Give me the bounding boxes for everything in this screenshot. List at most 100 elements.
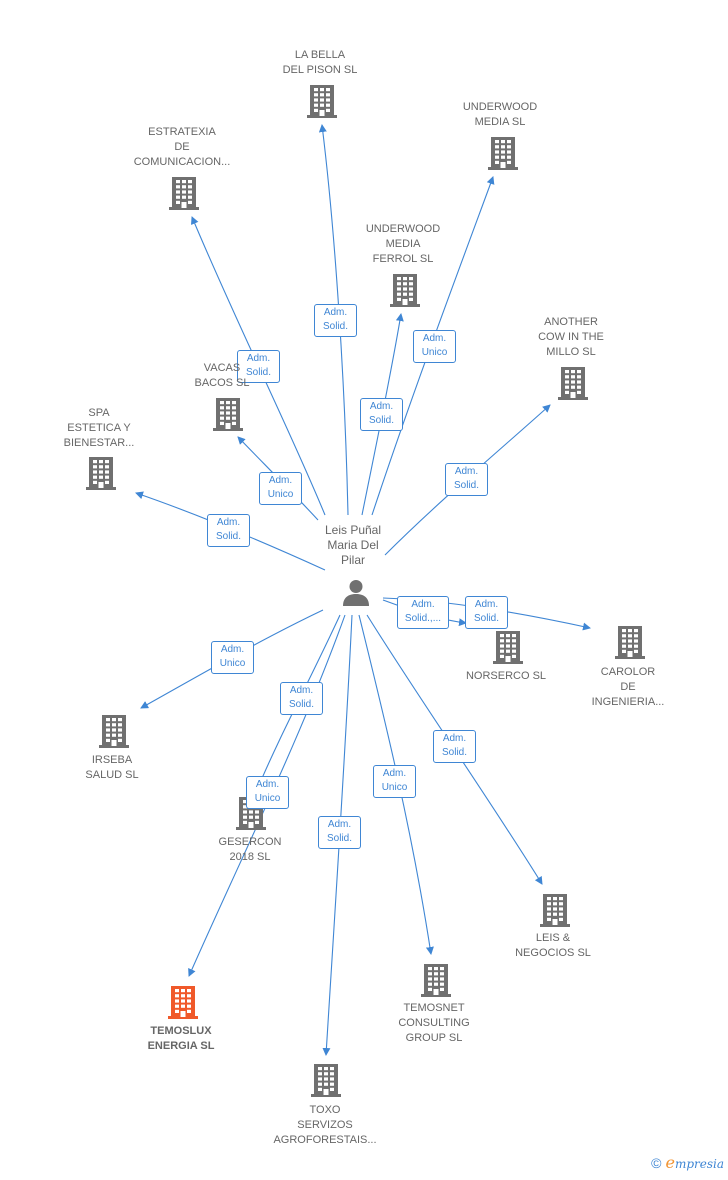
role-badge-temosnet: Adm. Unico: [373, 765, 416, 798]
label-line: TOXO: [309, 1104, 341, 1116]
company-icon-wrap[interactable]: [557, 365, 589, 406]
role-badge-carolor: Adm.Solid.: [465, 596, 508, 629]
label-line: Solid.: [368, 415, 394, 426]
label-line: Adm.: [246, 353, 271, 364]
company-icon-wrap[interactable]: [487, 135, 519, 176]
company-icon-wrap[interactable]: [614, 624, 646, 665]
label-line: BIENESTAR...: [63, 437, 135, 449]
label-line: VACAS: [203, 362, 241, 374]
label-line: Adm.: [327, 819, 352, 830]
building-icon: [493, 631, 523, 664]
company-icon-wrap[interactable]: [389, 272, 421, 313]
role-badge-temoslux: Adm.Solid.: [280, 682, 323, 715]
label-line: Adm.: [422, 333, 447, 344]
company-icon-wrap[interactable]: [98, 713, 130, 754]
label-line: LA BELLA: [294, 49, 346, 61]
building-icon: [213, 398, 243, 431]
label-line: Adm.: [216, 517, 241, 528]
label-line: COW IN THE: [538, 331, 604, 343]
label-line: Pilar: [340, 553, 366, 567]
role-badge-toxo: Adm. Solid.: [318, 816, 361, 849]
company-icon-wrap[interactable]: [539, 892, 571, 933]
building-icon: [390, 274, 420, 307]
label-line: Unico: [381, 782, 408, 793]
company-icon-wrap[interactable]: [306, 83, 338, 124]
label-line: Solid.: [453, 480, 479, 491]
brand-logo-letter: e: [665, 1153, 675, 1172]
brand-watermark: ©empresia: [651, 1153, 724, 1172]
label-line: NEGOCIOS SL: [515, 947, 591, 959]
label-line: MILLO SL: [546, 346, 596, 358]
building-icon: [615, 626, 645, 659]
company-icon-wrap[interactable]: [167, 984, 199, 1025]
building-icon: [540, 894, 570, 927]
company-icon-wrap[interactable]: [492, 629, 524, 670]
company-icon-wrap[interactable]: [420, 962, 452, 1003]
label-line: Unico: [267, 489, 294, 500]
role-badge-irseba: Adm.Unico: [211, 641, 254, 674]
label-line: IRSEBA: [91, 754, 133, 766]
label-line: Solid.: [322, 321, 348, 332]
label-line: Solid.: [215, 531, 241, 542]
role-badge-underwood-media: Adm.Unico: [413, 330, 456, 363]
label-line: NORSERCO SL: [465, 670, 547, 682]
company-icon-wrap[interactable]: [212, 396, 244, 437]
label-line: Adm.: [454, 466, 479, 477]
person-icon-wrap[interactable]: [341, 578, 371, 613]
label-line: Adm.: [382, 768, 407, 779]
role-badge-la-bella: Adm. Solid.: [314, 304, 357, 337]
company-name[interactable]: LEIS & NEGOCIOS SL: [515, 931, 591, 961]
label-line: TEMOSLUX: [150, 1025, 212, 1037]
company-name[interactable]: LA BELLA DEL PISON SL: [283, 48, 358, 78]
label-line: ESTRATEXIA: [148, 126, 216, 138]
label-line: Adm.: [323, 307, 348, 318]
building-icon: [311, 1064, 341, 1097]
building-icon: [86, 457, 116, 490]
label-line: LEIS &: [535, 932, 571, 944]
company-name[interactable]: NORSERCO SL: [466, 669, 546, 684]
brand-logo-text: mpresia: [674, 1157, 724, 1171]
role-badge-spa: Adm. Solid.: [207, 514, 250, 547]
role-badge-leis-negocios: Adm.Solid.: [433, 730, 476, 763]
role-badge-estratexia: Adm.Solid.: [237, 350, 280, 383]
company-icon-wrap[interactable]: [85, 455, 117, 496]
label-line: Solid.: [441, 747, 467, 758]
label-line: DEL PISON SL: [282, 64, 358, 76]
label-line: UNDERWOOD: [365, 223, 441, 235]
building-icon: [488, 137, 518, 170]
label-line: MEDIA SL: [474, 116, 526, 128]
label-line: Adm.: [220, 644, 245, 655]
company-icon-wrap[interactable]: [168, 175, 200, 216]
label-line: Solid.: [326, 833, 352, 844]
role-badge-another-cow: Adm. Solid.: [445, 463, 488, 496]
building-icon: [168, 986, 198, 1019]
label-line: Solid.,...: [404, 613, 442, 624]
label-line: Unico: [254, 793, 281, 804]
copyright-symbol: ©: [651, 1155, 662, 1171]
label-line: DE: [620, 681, 636, 693]
label-line: ANOTHER: [544, 316, 598, 328]
label-line: Leis Puñal: [324, 523, 382, 537]
label-line: FERROL SL: [372, 253, 434, 265]
label-line: Adm.: [411, 599, 435, 610]
role-badge-vacas-bacos: Adm.Unico: [259, 472, 302, 505]
company-name[interactable]: ANOTHER COW IN THE MILLO SL: [538, 315, 604, 360]
label-line: TEMOSNET: [403, 1002, 465, 1014]
building-icon: [421, 964, 451, 997]
company-icon-wrap[interactable]: [310, 1062, 342, 1103]
label-line: Adm.: [474, 599, 499, 610]
label-line: Solid.: [288, 699, 314, 710]
